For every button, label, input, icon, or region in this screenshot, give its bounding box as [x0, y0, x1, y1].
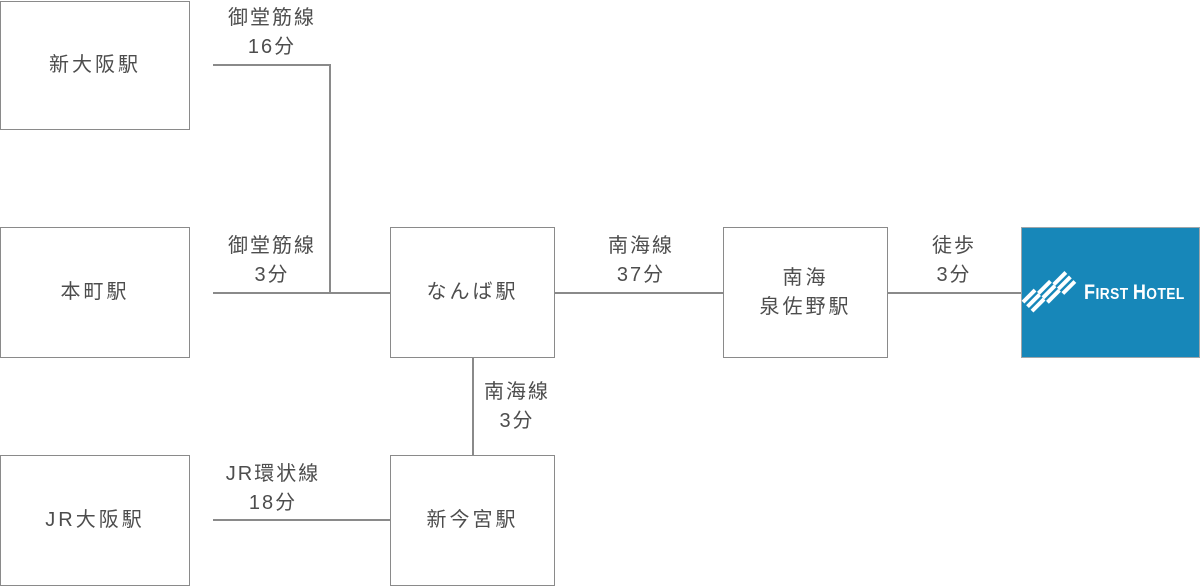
route-label-walk-3min: 徒歩 3分 — [864, 232, 1044, 290]
station-name-line1: 南海 — [782, 266, 829, 289]
station-name: 本町駅 — [60, 281, 130, 303]
station-name: 新大阪駅 — [49, 54, 141, 76]
route-duration: 37分 — [616, 264, 666, 286]
first-hotel-mark-icon — [1022, 270, 1077, 313]
route-label-nankai-37min: 南海線 37分 — [551, 232, 731, 290]
route-label-nankai-3min: 南海線 3分 — [427, 378, 607, 436]
route-duration: 3分 — [254, 264, 290, 286]
route-duration: 3分 — [499, 410, 535, 432]
connector-jrosaka-shinimamiya — [213, 519, 390, 521]
station-box-jr-osaka: JR大阪駅 — [0, 455, 190, 586]
hotel-box: FIRST HOTEL — [1021, 227, 1200, 358]
connector-midosuji16-vertical — [329, 64, 331, 294]
connector-namba-shinimamiya — [472, 358, 474, 455]
connector-izumisano-hotel — [888, 292, 1021, 294]
station-box-namba: なんば駅 — [390, 227, 555, 358]
station-name: 新今宮駅 — [426, 509, 519, 531]
route-line-name: 徒歩 — [932, 235, 976, 257]
route-label-midosuji-16min: 御堂筋線 16分 — [182, 4, 362, 62]
route-line-name: 南海線 — [608, 235, 674, 257]
connector-hommachi-namba — [213, 292, 390, 294]
route-line-name: 南海線 — [484, 381, 550, 403]
logo-word-first: FIRST — [1084, 280, 1129, 304]
logo-word-hotel: HOTEL — [1133, 280, 1186, 304]
station-box-nankai-izumisano: 南海 泉佐野駅 — [723, 227, 888, 358]
route-label-jr-loop-18min: JR環状線 18分 — [183, 460, 363, 518]
route-line-name: 御堂筋線 — [228, 235, 316, 257]
connector-namba-izumisano — [555, 292, 723, 294]
station-box-shin-imamiya: 新今宮駅 — [390, 455, 555, 586]
station-box-shin-osaka: 新大阪駅 — [0, 1, 190, 130]
station-name: なんば駅 — [426, 281, 519, 303]
station-name-line2: 泉佐野駅 — [759, 295, 852, 318]
route-line-name: JR環状線 — [225, 463, 321, 485]
station-name: JR大阪駅 — [45, 509, 145, 531]
connector-midosuji16-horizontal — [213, 64, 330, 66]
route-line-name: 御堂筋線 — [228, 7, 316, 29]
station-box-hommachi: 本町駅 — [0, 227, 190, 358]
station-name: 南海 泉佐野駅 — [760, 264, 852, 322]
route-duration: 3分 — [936, 264, 972, 286]
route-duration: 18分 — [248, 492, 298, 514]
route-label-midosuji-3min: 御堂筋線 3分 — [182, 232, 362, 290]
route-duration: 16分 — [247, 36, 297, 58]
first-hotel-logotype: FIRST HOTEL — [1084, 281, 1185, 305]
